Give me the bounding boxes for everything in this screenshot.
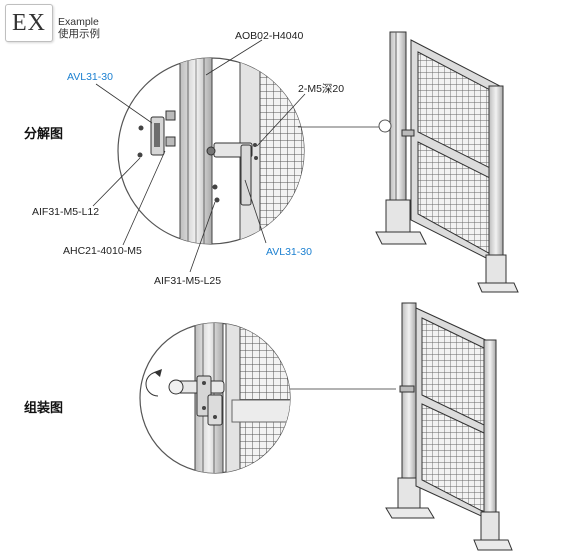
t-nut [165, 136, 176, 147]
screw [202, 406, 206, 410]
screw-hole [254, 156, 258, 160]
door-assembly-assembled [385, 302, 513, 551]
callout-ahc21: AHC21-4010-M5 [63, 245, 142, 257]
example-badge: EX [5, 4, 53, 42]
rotation-arrow [145, 371, 159, 397]
base-plate [375, 231, 427, 245]
screw [202, 381, 206, 385]
assembled-detail-view [139, 322, 291, 474]
callout-m5-depth: 2-M5深20 [298, 83, 345, 95]
latch-small [399, 385, 415, 393]
example-caption-cn: 使用示例 [58, 28, 100, 40]
exploded-detail-view [117, 57, 305, 245]
door-assembly-exploded [375, 31, 519, 293]
post-profile-right [488, 85, 504, 267]
post-profile-right [483, 339, 497, 521]
rotation-arrow-head [154, 369, 162, 377]
example-badge-text: EX [12, 9, 46, 36]
screw [138, 125, 144, 131]
door-crossbar [231, 399, 290, 423]
callout-avl31-top: AVL31-30 [67, 71, 113, 83]
t-nut [165, 110, 176, 121]
post-bracket-right [485, 254, 507, 284]
base-plate-right [477, 282, 519, 293]
base-plate [385, 507, 435, 519]
screw [137, 152, 143, 158]
screw [213, 415, 217, 419]
example-caption-en: Example [58, 16, 99, 28]
latch-bracket [207, 394, 223, 426]
post-bracket-right [480, 511, 500, 541]
example-caption: Example 使用示例 [58, 16, 100, 40]
callout-aob02: AOB02-H4040 [235, 30, 304, 42]
base-plate-right [473, 539, 513, 551]
callout-aif31-l25: AIF31-M5-L25 [154, 275, 222, 287]
post-bracket [385, 199, 411, 233]
door-mesh-panel [259, 58, 304, 244]
latch-callout-marker [378, 119, 392, 133]
callout-aif31-l12: AIF31-M5-L12 [32, 206, 100, 218]
hinge-slot [154, 123, 160, 147]
callout-avl31-bottom: AVL31-30 [266, 246, 312, 258]
screw [212, 184, 218, 190]
screw [214, 197, 220, 203]
screw-hole [253, 143, 257, 147]
section-title-assembled: 组装图 [24, 400, 64, 415]
section-title-exploded: 分解图 [24, 126, 64, 141]
leader-lines-top [92, 39, 383, 273]
latch-small [401, 129, 415, 137]
latch-bracket [240, 144, 252, 206]
latch-knob [168, 379, 184, 395]
latch-knob [206, 146, 216, 156]
